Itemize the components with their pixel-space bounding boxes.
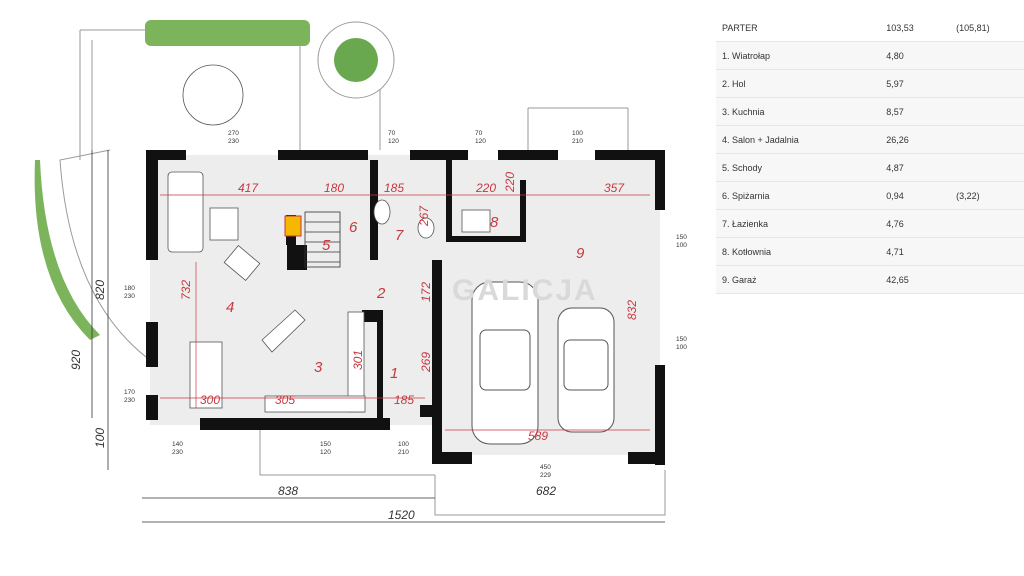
svg-text:270: 270 (228, 130, 239, 137)
svg-text:230: 230 (124, 397, 135, 404)
svg-text:150: 150 (320, 441, 331, 448)
table-row: 6. Spiżarnia 0,94 (3,22) (716, 181, 1024, 210)
stairs (304, 211, 341, 268)
table-row: 2. Hol 5,97 (716, 69, 1024, 98)
svg-text:229: 229 (540, 472, 551, 479)
dim-269: 269 (419, 352, 433, 373)
svg-text:230: 230 (228, 138, 239, 145)
room-number-2: 2 (376, 285, 386, 302)
svg-text:100: 100 (572, 130, 583, 137)
dim-305: 305 (275, 393, 295, 407)
svg-text:120: 120 (475, 138, 486, 145)
room-number-6: 6 (349, 219, 358, 236)
svg-text:70: 70 (388, 130, 396, 137)
room-number-8: 8 (490, 214, 499, 231)
dim-172: 172 (419, 282, 433, 302)
svg-text:120: 120 (388, 138, 399, 145)
window-labels: 270 230 70 120 70 120 100 210 150 100 18… (124, 130, 687, 479)
table-row: 5. Schody 4,87 (716, 153, 1024, 182)
walls (146, 150, 665, 465)
dim-300: 300 (200, 393, 220, 407)
svg-text:100: 100 (398, 441, 409, 448)
dim-185-bottom: 185 (394, 393, 414, 407)
room-number-3: 3 (314, 359, 323, 376)
room-number-7: 7 (395, 227, 404, 244)
dim-180: 180 (324, 181, 344, 195)
dim-301: 301 (351, 350, 365, 370)
svg-text:140: 140 (172, 441, 183, 448)
dim-267: 267 (417, 205, 431, 227)
svg-text:170: 170 (124, 389, 135, 396)
room-number-1: 1 (390, 365, 398, 382)
svg-text:450: 450 (540, 464, 551, 471)
dim-220-a: 220 (475, 181, 496, 195)
svg-text:180: 180 (124, 285, 135, 292)
dim-920: 920 (69, 350, 83, 370)
room-number-5: 5 (322, 237, 331, 254)
header-area: 103,53 (880, 14, 951, 42)
dim-357: 357 (604, 181, 625, 195)
cars (471, 281, 615, 445)
table-row: 7. Łazienka 4,76 (716, 209, 1024, 238)
svg-text:70: 70 (475, 130, 483, 137)
svg-text:210: 210 (572, 138, 583, 145)
table-row: 4. Salon + Jadalnia 26,26 (716, 125, 1024, 154)
svg-text:100: 100 (676, 344, 687, 351)
table-row: 8. Kotłownia 4,71 (716, 237, 1024, 266)
svg-text:150: 150 (676, 234, 687, 241)
table-header-row: PARTER 103,53 (105,81) (716, 14, 1024, 42)
svg-text:120: 120 (320, 449, 331, 456)
dim-589: 589 (528, 429, 548, 443)
inner-dim-lines (160, 194, 650, 431)
dim-220-b: 220 (503, 172, 517, 193)
header-name: PARTER (716, 14, 881, 42)
outer-dim-lines (91, 150, 665, 523)
table-row: 3. Kuchnia 8,57 (716, 97, 1024, 126)
room-area-table: PARTER 103,53 (105,81) 1. Wiatrołap 4,80… (716, 14, 1024, 294)
watermark: GALICJA (452, 274, 598, 307)
svg-text:230: 230 (172, 449, 183, 456)
floor-plan: 1 2 3 4 5 6 7 8 9 417 180 185 220 220 35… (34, 20, 687, 523)
dim-185-top: 185 (384, 181, 404, 195)
furniture (167, 64, 491, 413)
table-row: 9. Garaż 42,65 (716, 265, 1024, 294)
boiler-icon (284, 215, 302, 237)
dim-682: 682 (536, 484, 556, 498)
dim-832: 832 (625, 300, 639, 320)
dim-1520: 1520 (388, 508, 415, 522)
dim-100: 100 (93, 428, 107, 448)
svg-text:150: 150 (676, 336, 687, 343)
svg-text:100: 100 (676, 242, 687, 249)
svg-text:210: 210 (398, 449, 409, 456)
room-number-9: 9 (576, 245, 585, 262)
dim-417: 417 (238, 181, 259, 195)
table-row: 1. Wiatrołap 4,80 (716, 41, 1024, 70)
header-alt: (105,81) (950, 14, 1024, 42)
dim-838: 838 (278, 484, 298, 498)
dim-820: 820 (93, 280, 107, 300)
dim-732: 732 (179, 280, 193, 300)
svg-text:230: 230 (124, 293, 135, 300)
garden (34, 20, 395, 340)
room-number-4: 4 (226, 299, 234, 316)
